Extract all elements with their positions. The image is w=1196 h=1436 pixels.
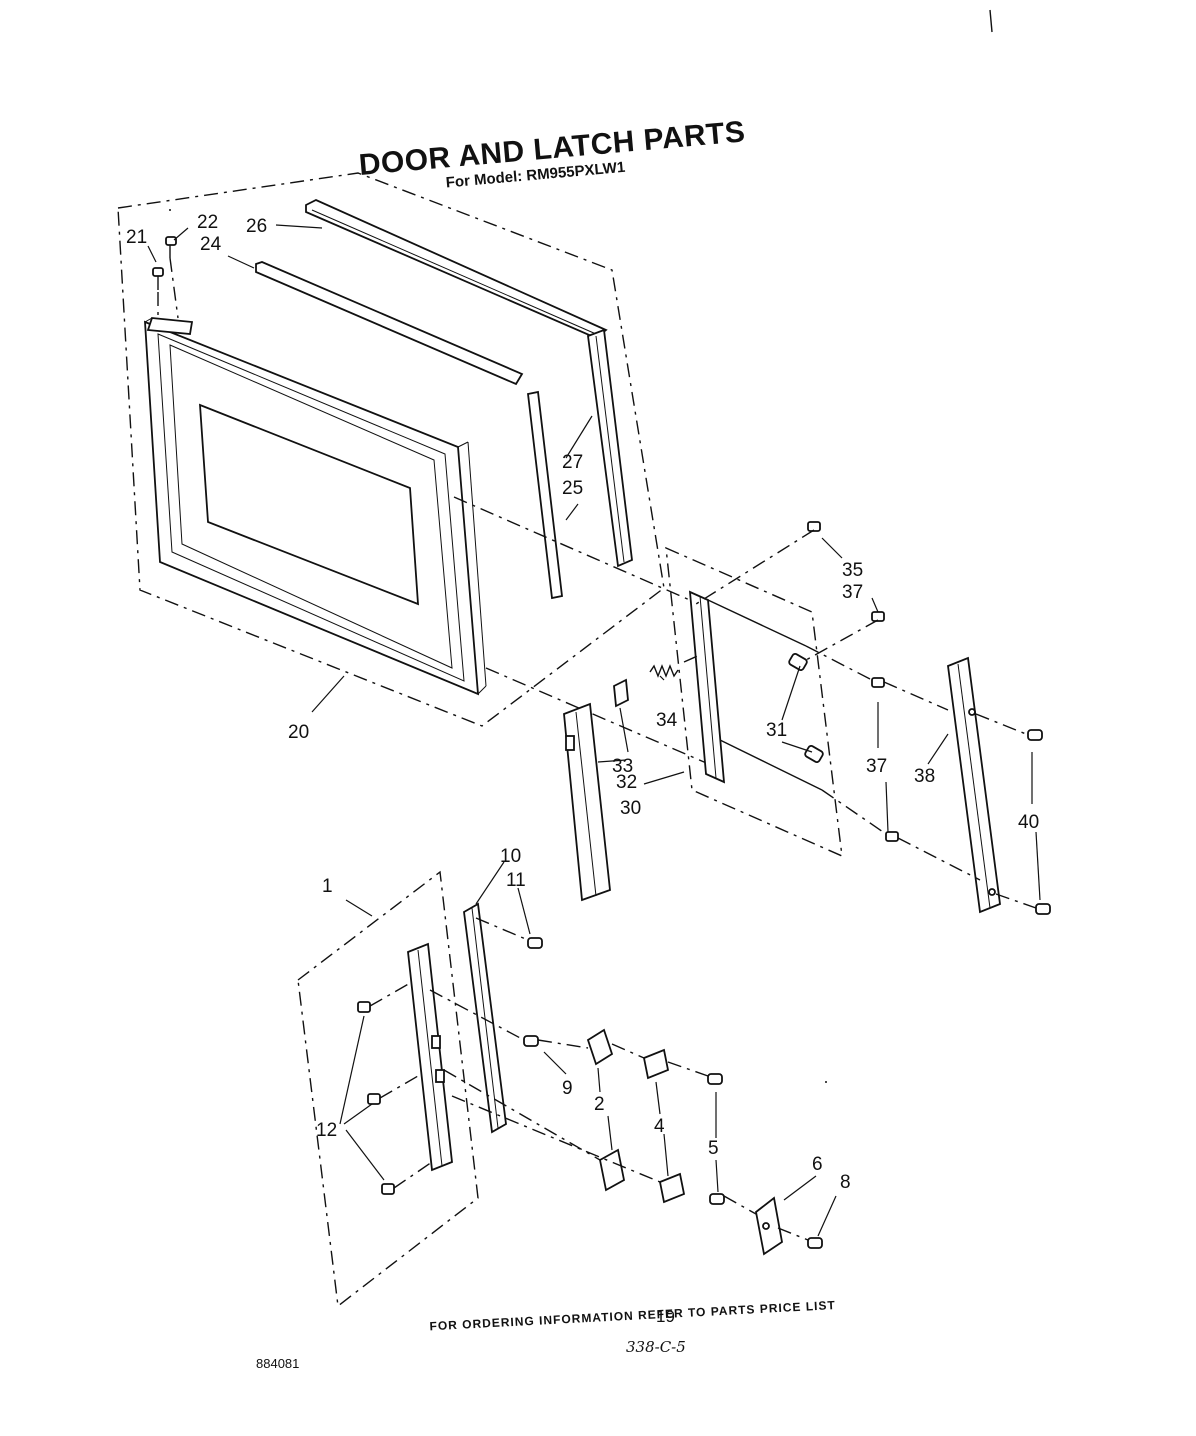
- handwritten-code: 338-C-5: [626, 1338, 686, 1356]
- gasket-strip-part-26: [305, 199, 608, 340]
- callout-35: 35: [842, 560, 863, 581]
- callout-10: 10: [500, 846, 521, 867]
- callout-22: 22: [197, 212, 218, 233]
- screw-part-5-upper: [707, 1073, 723, 1085]
- gasket-strip-part-24: [255, 261, 524, 386]
- document-number: 884081: [256, 1356, 299, 1371]
- latch-panel-outline-part-30: [665, 546, 843, 858]
- callout-25: 25: [562, 478, 583, 499]
- side-strip-part-25: [527, 390, 563, 600]
- spring-part-31-lower: [804, 745, 824, 763]
- door-frame-part-20: [144, 317, 487, 696]
- screw-part-40-upper: [1027, 729, 1043, 741]
- callout-33: 33: [612, 756, 633, 777]
- callout-40: 40: [1018, 812, 1039, 833]
- callout-38: 38: [914, 766, 935, 787]
- callout-32: 32: [616, 772, 637, 793]
- callout-27: 27: [562, 452, 583, 473]
- screw-part-35: [807, 521, 821, 532]
- screw-part-37-upper: [871, 611, 885, 622]
- scan-dot: [825, 1081, 827, 1083]
- callout-31: 31: [766, 720, 787, 741]
- block-part-4-lower: [658, 1172, 686, 1204]
- latch-panel-group: 35 37 37 31 34 33 32 30: [563, 521, 899, 902]
- latch-base-outline-part-1: [297, 870, 479, 1308]
- cam-part-2-lower: [598, 1148, 626, 1192]
- callout-8: 8: [840, 1172, 851, 1193]
- callout-37-lower: 37: [866, 756, 887, 777]
- latch-part-33: [613, 678, 629, 708]
- scan-dot: [169, 209, 171, 211]
- callout-21: 21: [126, 227, 147, 248]
- block-part-4-upper: [642, 1048, 670, 1080]
- footer: FOR ORDERING INFORMATION REFER TO PARTS …: [256, 1298, 836, 1371]
- callout-6: 6: [812, 1154, 823, 1175]
- handle-part-32: [563, 702, 611, 902]
- page-number: 19: [656, 1307, 675, 1326]
- latch-base-group: 1 10 11 12 9 2 4 5 6 8: [297, 846, 851, 1308]
- screw-part-8: [807, 1237, 823, 1249]
- screw-part-40-lower: [1035, 903, 1051, 915]
- screw-part-5-lower: [709, 1193, 725, 1205]
- switch-part-6: [755, 1196, 783, 1256]
- callout-20: 20: [288, 722, 309, 743]
- screw-part-37-mid: [871, 677, 885, 688]
- callout-1: 1: [322, 876, 333, 897]
- callout-5: 5: [708, 1138, 719, 1159]
- callout-11: 11: [506, 870, 526, 891]
- callout-24: 24: [200, 234, 222, 255]
- screw-part-12-top: [357, 1001, 371, 1013]
- screw-part-22: [165, 236, 177, 258]
- callout-26: 26: [246, 216, 267, 237]
- callout-2: 2: [594, 1094, 605, 1115]
- screw-part-37-lower: [885, 831, 899, 842]
- door-assembly-group: 21 22 24 26 27 25 20: [117, 172, 665, 743]
- ordering-note: FOR ORDERING INFORMATION REFER TO PARTS …: [429, 1298, 836, 1333]
- callout-34: 34: [656, 710, 678, 731]
- screw-part-12-mid: [367, 1093, 381, 1105]
- scan-mark: [989, 9, 993, 33]
- screw-part-9: [523, 1035, 539, 1047]
- screw-part-11: [527, 937, 543, 949]
- callout-4: 4: [654, 1116, 665, 1137]
- screw-part-21: [152, 267, 164, 290]
- callout-12: 12: [316, 1120, 337, 1141]
- callout-30: 30: [620, 798, 641, 819]
- callout-9: 9: [562, 1078, 573, 1099]
- screw-part-12-bottom: [381, 1183, 395, 1195]
- title-block: DOOR AND LATCH PARTS For Model: RM955PXL…: [358, 115, 747, 191]
- cam-part-2-upper: [586, 1028, 614, 1066]
- door-group-outline: [117, 172, 665, 727]
- spring-part-34: [649, 664, 679, 678]
- handle-part-38-group: 40 38: [883, 656, 1051, 915]
- spring-part-31-upper: [788, 653, 808, 671]
- callout-37-upper: 37: [842, 582, 863, 603]
